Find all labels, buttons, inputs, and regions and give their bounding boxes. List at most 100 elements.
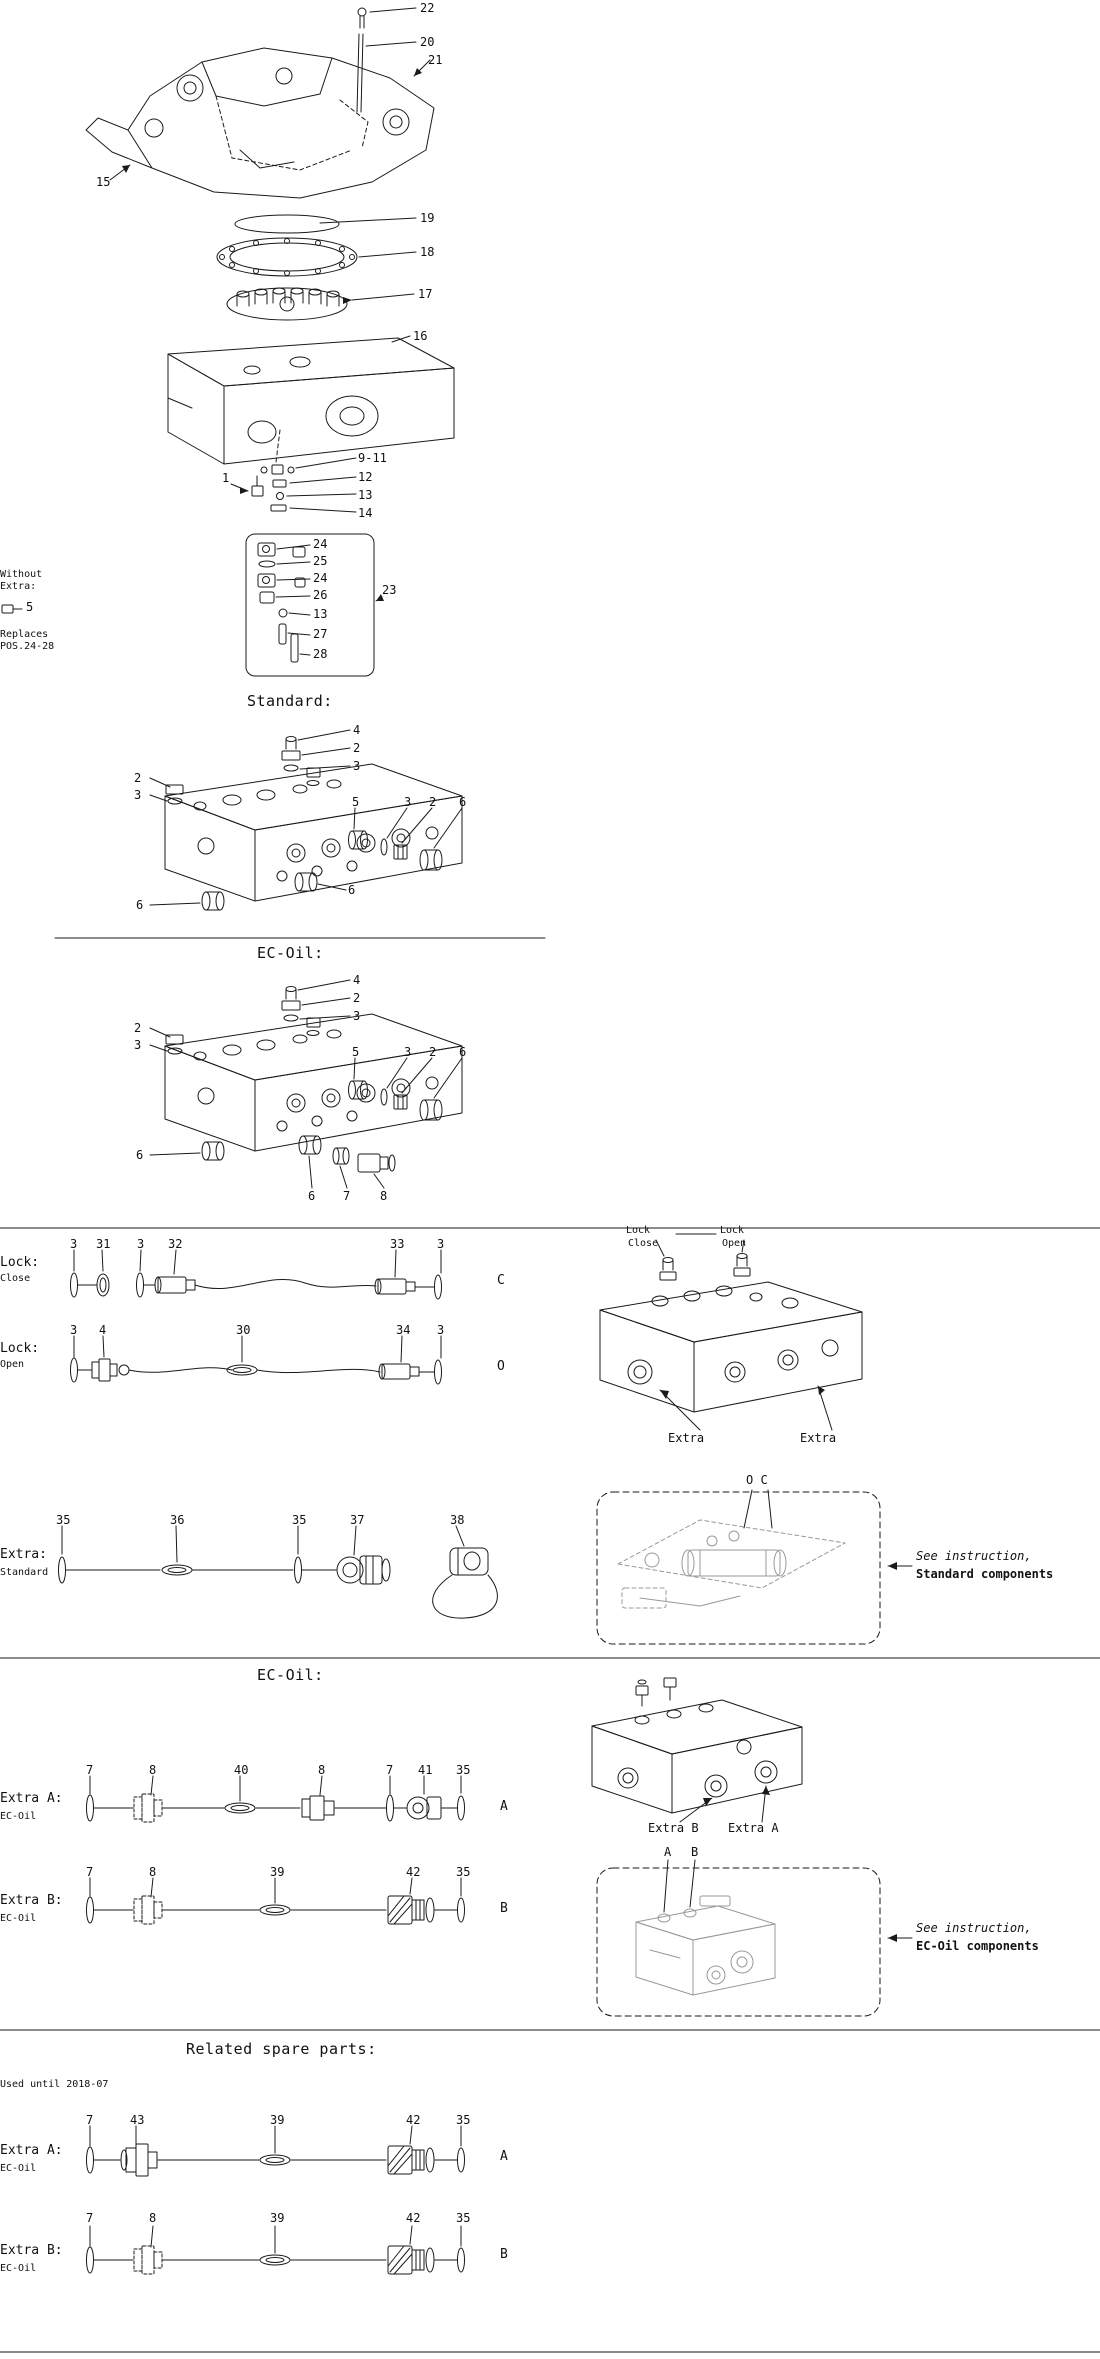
- note-pos: POS.24-28: [0, 641, 55, 652]
- callout-39: 39: [270, 1865, 285, 1879]
- callout-35: 35: [456, 1865, 471, 1879]
- used-until-note: Used until 2018-07: [0, 2079, 109, 2090]
- callout-27: 27: [313, 627, 328, 641]
- callout-30: 30: [236, 1323, 251, 1337]
- callout-16: 16: [413, 329, 428, 343]
- callout-13: 13: [313, 607, 328, 621]
- callout-35: 35: [292, 1513, 307, 1527]
- callout-24: 24: [313, 571, 328, 585]
- callout-7: 7: [386, 1763, 394, 1777]
- callout-35: 35: [456, 2211, 471, 2225]
- lock-extra-right-label: Extra: [800, 1431, 837, 1445]
- callout-6: 6: [348, 883, 356, 897]
- callout-36: 36: [170, 1513, 185, 1527]
- callout-39: 39: [270, 2211, 285, 2225]
- callout-4: 4: [353, 723, 361, 737]
- callout-O: O: [497, 1359, 505, 1374]
- lock-close-row-sub: Close: [0, 1273, 31, 1284]
- ecoil-instruction-line2: EC-Oil components: [916, 1939, 1039, 1953]
- callout-8: 8: [149, 2211, 157, 2225]
- callout-26: 26: [313, 588, 328, 602]
- callout-6: 6: [459, 795, 467, 809]
- callout-3: 3: [70, 1323, 78, 1337]
- callout-15: 15: [96, 175, 111, 189]
- callout-2: 2: [134, 771, 142, 785]
- related-row-b: [86, 2225, 465, 2275]
- callout-14: 14: [358, 506, 373, 520]
- callout-20: 20: [420, 35, 435, 49]
- callout-2: 2: [353, 741, 361, 755]
- oc-ports-label: O C: [746, 1473, 768, 1487]
- callout-B: B: [500, 2247, 508, 2262]
- callout-12: 12: [358, 470, 373, 484]
- callout-9-11: 9-11: [358, 451, 387, 465]
- callout-35: 35: [56, 1513, 71, 1527]
- lock-block-close: Close: [628, 1238, 659, 1249]
- note-replaces: Replaces: [0, 629, 49, 640]
- extra-a-row-sub: EC-Oil: [0, 1811, 37, 1822]
- callout-42: 42: [406, 1865, 421, 1879]
- extra-b-row-title: Extra B:: [0, 1893, 63, 1908]
- callout-22: 22: [420, 1, 435, 15]
- callout-35: 35: [456, 1763, 471, 1777]
- lock-close-row-title: Lock:: [0, 1255, 40, 1270]
- callout-7: 7: [86, 2211, 94, 2225]
- note-qty: 5: [26, 600, 34, 614]
- callout-3: 3: [137, 1237, 145, 1251]
- standard-instruction-box: [596, 1489, 913, 1645]
- related-b-row-sub: EC-Oil: [0, 2263, 37, 2274]
- callout-21: 21: [428, 53, 443, 67]
- ecoil-block-title: EC-Oil:: [257, 944, 324, 962]
- callout-24: 24: [313, 537, 328, 551]
- standard-instruction-line1: See instruction,: [916, 1549, 1032, 1563]
- callout-43: 43: [130, 2113, 145, 2127]
- lock-block-lock-b: Lock: [720, 1225, 745, 1236]
- callout-41: 41: [418, 1763, 433, 1777]
- callout-38: 38: [450, 1513, 465, 1527]
- callout-4: 4: [353, 973, 361, 987]
- standard-instruction-line2: Standard components: [916, 1567, 1054, 1581]
- callout-25: 25: [313, 554, 328, 568]
- extra-a-row-title: Extra A:: [0, 1791, 63, 1806]
- section-dividers: [0, 937, 1100, 2353]
- callout-2: 2: [353, 991, 361, 1005]
- lock-open-row-title: Lock:: [0, 1341, 40, 1356]
- callout-2: 2: [429, 795, 437, 809]
- callout-18: 18: [420, 245, 435, 259]
- callout-7: 7: [343, 1189, 351, 1203]
- extra-b-row: [86, 1877, 465, 1925]
- callout-3: 3: [134, 1038, 142, 1052]
- callout-8: 8: [149, 1865, 157, 1879]
- callout-5: 5: [352, 1045, 360, 1059]
- ecoil-valve-block: [591, 1677, 803, 1823]
- callout-A: A: [500, 1799, 508, 1814]
- callout-8: 8: [149, 1763, 157, 1777]
- ecoil-section-title: EC-Oil:: [257, 1666, 324, 1684]
- callout-3: 3: [134, 788, 142, 802]
- callout-32: 32: [168, 1237, 183, 1251]
- callout-37: 37: [350, 1513, 365, 1527]
- ecoil-exploded-valve-block: [149, 979, 463, 1189]
- standard-instruction-sketch: [617, 1519, 846, 1609]
- callout-23: 23: [382, 583, 397, 597]
- callout-7: 7: [86, 2113, 94, 2127]
- callout-4: 4: [99, 1323, 107, 1337]
- callout-34: 34: [396, 1323, 411, 1337]
- callout-8: 8: [318, 1763, 326, 1777]
- callout-6: 6: [136, 898, 144, 912]
- callout-31: 31: [96, 1237, 111, 1251]
- related-b-row-title: Extra B:: [0, 2243, 63, 2258]
- related-title: Related spare parts:: [186, 2040, 377, 2058]
- callout-1: 1: [222, 471, 230, 485]
- box-port-b-label: B: [691, 1845, 699, 1859]
- extra-standard-sub: Standard: [0, 1567, 49, 1578]
- callout-7: 7: [86, 1763, 94, 1777]
